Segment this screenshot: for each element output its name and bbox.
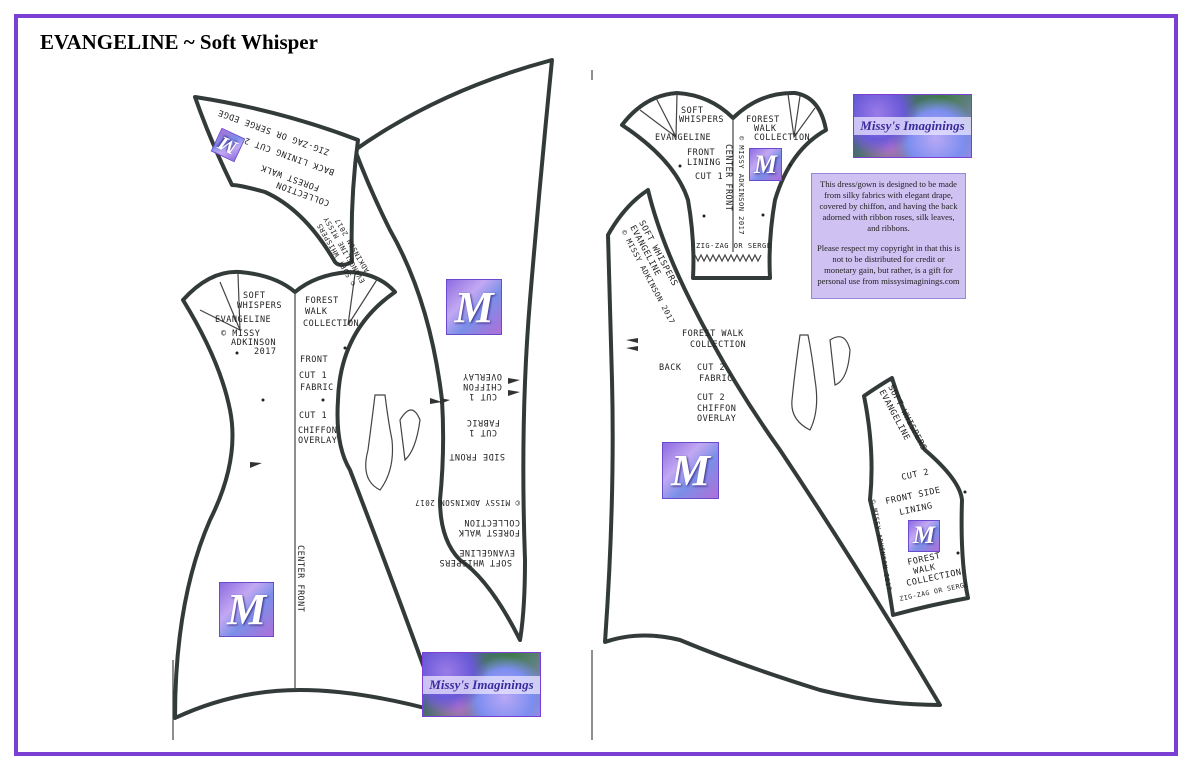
pattern-label: FABRIC: [466, 417, 500, 427]
pattern-label: OVERLAY: [463, 371, 502, 381]
pattern-label: LINING: [687, 158, 721, 168]
pattern-label: FOREST: [305, 296, 339, 306]
pattern-label: © MISSY: [221, 329, 260, 339]
brand-banner: Missy's Imaginings: [853, 94, 972, 158]
pattern-label: FOREST: [746, 115, 780, 125]
pattern-label: WALK: [305, 307, 328, 317]
pattern-label: COLLECTION: [464, 517, 520, 527]
pattern-label: EVANGELINE: [215, 315, 271, 325]
pattern-label: COLLECTION: [690, 340, 746, 350]
pattern-label: FOREST WALK: [682, 329, 744, 339]
pattern-label: WHISPERS: [679, 115, 724, 125]
dress-sketch-back: [791, 334, 851, 431]
pattern-label: CHIFFON: [463, 381, 502, 391]
info-box: This dress/gown is designed to be made f…: [811, 173, 966, 299]
pattern-label: SOFT: [681, 106, 703, 116]
pattern-label: FRONT: [300, 355, 328, 365]
pattern-label: CENTER FRONT: [723, 144, 733, 211]
monogram-logo: M: [908, 520, 940, 552]
pattern-label: CHIFFON: [298, 426, 337, 436]
front-piece: SOFT WHISPERS EVANGELINE © MISSY ADKINSO…: [173, 269, 442, 720]
pattern-label: 2017: [254, 347, 276, 357]
pattern-label: WHISPERS: [237, 301, 282, 311]
dress-sketch-front: [365, 394, 421, 491]
monogram-logo: M: [749, 148, 782, 181]
pattern-label: © MISSY ADKINSON 2017: [737, 136, 745, 235]
pattern-label: SOFT WHISPERS: [439, 557, 512, 567]
pattern-label: CUT 1: [299, 411, 327, 421]
pattern-label: OVERLAY: [298, 436, 337, 446]
pattern-label: CUT 1: [695, 172, 723, 182]
pattern-label: CENTER FRONT: [295, 545, 305, 612]
brand-banner-text: Missy's Imaginings: [854, 117, 971, 135]
pattern-label: ZIG-ZAG OR SERGE: [696, 242, 771, 250]
pattern-label: SIDE FRONT: [449, 451, 505, 461]
pattern-label: CUT 2: [697, 363, 725, 373]
brand-banner: Missy's Imaginings: [422, 652, 541, 717]
front-side-lining-piece: SOFT WHISPERS EVANGELINE CUT 2 FRONT SID…: [862, 376, 970, 617]
pattern-label: CUT 1: [299, 371, 327, 381]
pattern-label: CHIFFON: [697, 404, 736, 414]
pattern-label: WALK: [913, 562, 937, 577]
pattern-label: CUT 2: [697, 393, 725, 403]
pattern-label: OVERLAY: [697, 414, 736, 424]
monogram-logo: M: [662, 442, 719, 499]
pattern-label: FRONT: [687, 148, 715, 158]
pattern-label: FABRIC: [300, 383, 334, 393]
pattern-label: SOFT: [243, 291, 265, 301]
info-copyright: Please respect my copyright in that this…: [817, 243, 960, 286]
pattern-label: CUT 1: [469, 391, 497, 401]
front-lining-piece: SOFT WHISPERS EVANGELINE FRONT LINING CU…: [620, 90, 828, 280]
pattern-label: FABRIC: [699, 374, 733, 384]
side-front-piece: SIDE FRONT CUT 1 FABRIC CUT 1 CHIFFON OV…: [353, 58, 554, 642]
pattern-label: CUT 1: [469, 427, 497, 437]
page-border: [14, 14, 1178, 756]
pattern-label: EVANGELINE: [459, 547, 515, 557]
brand-banner-text: Missy's Imaginings: [423, 675, 540, 694]
pattern-label: WALK: [754, 124, 777, 134]
pattern-label: BACK: [659, 363, 682, 373]
pattern-label: COLLECTION: [303, 319, 359, 329]
page-title: EVANGELINE ~ Soft Whisper: [40, 30, 318, 54]
info-description: This dress/gown is designed to be made f…: [819, 179, 958, 233]
monogram-logo: M: [446, 279, 502, 335]
pattern-label: EVANGELINE: [655, 133, 711, 143]
pattern-label: COLLECTION: [754, 133, 810, 143]
pattern-label: © MISSY ADKINSON 2017: [415, 498, 520, 507]
pattern-label: ADKINSON: [231, 338, 276, 348]
monogram-logo: M: [219, 582, 274, 637]
pattern-label: FOREST WALK: [458, 527, 520, 537]
